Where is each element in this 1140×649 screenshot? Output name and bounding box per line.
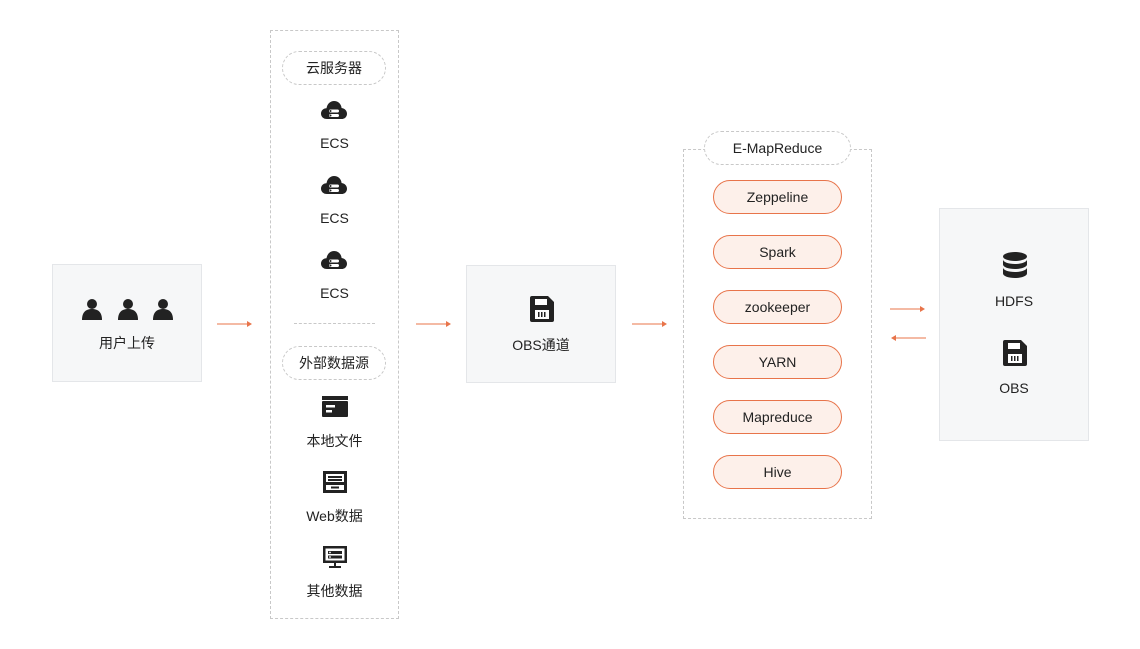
- user-upload-box: 用户上传: [52, 264, 202, 382]
- hdfs-label: HDFS: [994, 293, 1034, 309]
- cloud-servers-title: 云服务器: [282, 51, 386, 85]
- arrow-right: [416, 321, 451, 327]
- arrow-right: [632, 321, 667, 327]
- storage-box: HDFS OBS: [939, 208, 1089, 441]
- emr-component-yarn: YARN: [713, 345, 842, 379]
- storage-disk-icon: [1003, 340, 1027, 366]
- cloud-server-icon: [321, 101, 347, 119]
- emr-title: E-MapReduce: [704, 131, 851, 165]
- cloud-server-icon: [321, 251, 347, 269]
- web-data-icon: [323, 471, 347, 493]
- ecs-label: ECS: [320, 210, 349, 226]
- arrow-left: [891, 335, 926, 341]
- user-upload-label: 用户上传: [99, 335, 155, 351]
- obs-label: OBS: [999, 380, 1029, 396]
- storage-disk-icon: [530, 296, 554, 322]
- emr-component-mapreduce: Mapreduce: [713, 400, 842, 434]
- other-data-label: 其他数据: [306, 583, 363, 599]
- cloud-server-icon: [321, 176, 347, 194]
- emr-component-zookeeper: zookeeper: [713, 290, 842, 324]
- group-divider: [294, 323, 375, 324]
- emr-component-spark: Spark: [713, 235, 842, 269]
- local-file-label: 本地文件: [306, 433, 363, 449]
- ecs-label: ECS: [320, 135, 349, 151]
- database-icon: [1003, 252, 1027, 278]
- web-data-label: Web数据: [306, 508, 363, 524]
- obs-channel-box: OBS通道: [466, 265, 616, 383]
- ecs-label: ECS: [320, 285, 349, 301]
- other-data-icon: [323, 546, 347, 568]
- arrow-right: [890, 306, 925, 312]
- obs-channel-label: OBS通道: [512, 337, 570, 353]
- emr-component-hive: Hive: [713, 455, 842, 489]
- emr-component-zeppeline: Zeppeline: [713, 180, 842, 214]
- arrow-right: [217, 321, 252, 327]
- local-file-icon: [322, 396, 348, 417]
- external-sources-title: 外部数据源: [282, 346, 386, 380]
- data-sources-group: [270, 30, 399, 619]
- users-icon: [82, 299, 173, 320]
